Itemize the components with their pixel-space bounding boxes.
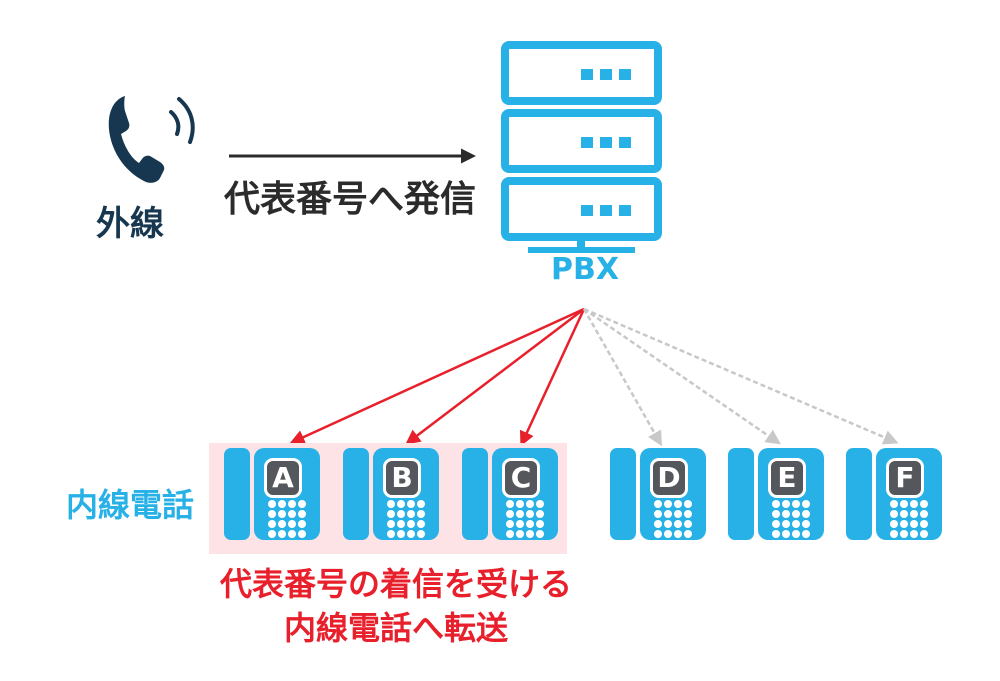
handset-icon (224, 448, 250, 540)
arrow-to-E (583, 307, 781, 445)
keypad-icon (268, 500, 308, 538)
pbx-label: PBX (551, 252, 619, 287)
arrow-to-A (289, 307, 585, 445)
extension-phone-b: B (343, 448, 439, 540)
server-rack-icon (501, 41, 662, 253)
extension-phone-e: E (728, 448, 824, 540)
extension-phone-f: F (846, 448, 942, 540)
handset-icon (462, 448, 488, 540)
phone-letter: E (771, 461, 803, 495)
arrow-to-C (519, 308, 586, 447)
keypad-icon (506, 500, 546, 538)
forward-description: 代表番号の着信を受ける 内線電話へ転送 (196, 562, 596, 650)
handset-icon (846, 448, 872, 540)
phone-letter: F (889, 461, 921, 495)
keypad-icon (654, 500, 694, 538)
arrow-to-F (583, 307, 899, 445)
phone-receiver-icon (108, 96, 195, 183)
phone-letter: C (505, 461, 537, 495)
call-label: 代表番号へ発信 (224, 179, 477, 220)
phone-letter: B (386, 461, 418, 495)
outside-line-label: 外線 (96, 204, 164, 244)
keypad-icon (772, 500, 812, 538)
extension-phone-c: C (462, 448, 558, 540)
handset-icon (610, 448, 636, 540)
extension-phone-d: D (610, 448, 706, 540)
keypad-icon (387, 500, 427, 538)
forward-description-line-1: 代表番号の着信を受ける (219, 565, 572, 603)
extension-phone-a: A (224, 448, 320, 540)
arrow-to-B (405, 308, 585, 445)
arrow-to-D (582, 308, 662, 447)
keypad-icon (890, 500, 930, 538)
extension-label: 内線電話 (66, 486, 195, 524)
distribution-arrows (289, 307, 899, 447)
handset-icon (728, 448, 754, 540)
phone-letter: D (653, 461, 685, 495)
handset-icon (343, 448, 369, 540)
forward-description-line-2: 内線電話へ転送 (283, 609, 508, 647)
phone-letter: A (267, 461, 299, 495)
